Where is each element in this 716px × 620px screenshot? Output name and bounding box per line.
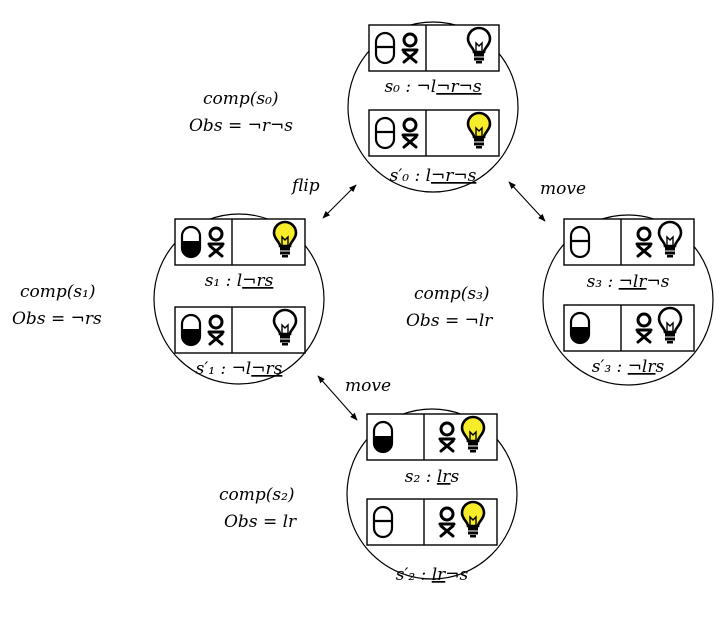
edge-label-move-s1-s2: move [345, 376, 391, 396]
person-icon [438, 421, 456, 453]
label-part: s′₂ : [396, 565, 432, 585]
label-underlined-part: ¬r¬s [436, 77, 482, 97]
label-part: s′₀ : [390, 166, 426, 186]
world-label-s3-0: s₃ : ¬lr¬s [587, 272, 670, 292]
edge-label-flip: flip [290, 176, 320, 196]
world-label-s1-0: s₁ : l¬rs [205, 271, 274, 291]
label-underlined-part: ¬lr [628, 357, 657, 377]
label-part: ¬l [417, 77, 437, 97]
comp-label-s2: comp(s₂) [219, 485, 295, 505]
world-label-s2-0: s₂ : lrs [405, 467, 460, 487]
bulb-on-icon [272, 220, 298, 258]
world-panel-s2-1 [366, 498, 498, 546]
label-underlined-part: ¬rs [251, 359, 282, 379]
label-underlined-part: ¬lr [619, 272, 648, 292]
label-part: ¬l [232, 359, 252, 379]
bulb-off-icon [657, 306, 683, 344]
edge-move-s0-s3 [508, 181, 546, 222]
state-circle-s0 [347, 21, 519, 193]
world-panel-s0-0 [368, 24, 500, 72]
person-icon [635, 226, 653, 258]
world-panels: s₀ : ¬l¬r¬ss′₀ : l¬r¬ss₁ : l¬rss′₁ : ¬l¬… [174, 24, 695, 585]
person-icon [207, 226, 225, 258]
label-part: s′₃ : [592, 357, 628, 377]
label-part: s [656, 357, 665, 377]
state-circle-s3 [542, 214, 714, 386]
world-label-s0-0: s₀ : ¬l¬r¬s [384, 77, 481, 97]
person-icon [635, 312, 653, 344]
world-label-s3-1: s′₃ : ¬lrs [592, 357, 665, 377]
switch-fill [182, 329, 200, 345]
world-panel-s2-0 [366, 413, 498, 461]
switch-fill [571, 327, 589, 343]
label-part: s₁ : [205, 271, 237, 291]
person-icon [207, 314, 225, 346]
label-part: l [426, 166, 431, 186]
label-part: s₃ : [587, 272, 619, 292]
edge-move-s1-s2 [317, 375, 358, 421]
world-panel-s3-1 [563, 304, 695, 352]
world-label-s2-1: s′₂ : lr¬s [396, 565, 469, 585]
label-part: s₀ : [384, 77, 416, 97]
bulb-on-icon [466, 111, 492, 149]
label-part: s′₁ : [196, 359, 232, 379]
person-icon [401, 32, 419, 64]
obs-label-s1: Obs = ¬rs [12, 309, 102, 329]
label-part: s₂ : [405, 467, 437, 487]
label-part: s [450, 467, 459, 487]
bulb-off-icon [272, 308, 298, 346]
bulb-on-icon [460, 500, 486, 538]
label-underlined-part: ¬rs [242, 271, 273, 291]
label-underlined-part: lr [432, 565, 446, 585]
label-part: l [237, 271, 242, 291]
switch-fill [374, 436, 392, 452]
world-panel-s0-1 [368, 109, 500, 157]
person-icon [401, 117, 419, 149]
world-panel-s1-0 [174, 218, 306, 266]
state-circle-s1 [153, 213, 325, 385]
label-underlined-part: ¬r¬s [431, 166, 477, 186]
label-part: ¬s [445, 565, 468, 585]
comp-label-s3: comp(s₃) [414, 284, 490, 304]
obs-label-s2: Obs = lr [224, 512, 297, 532]
world-panel-s3-0 [563, 218, 695, 266]
edge-label-move-s0-s3: move [540, 179, 586, 199]
state-circle-s2 [346, 408, 518, 580]
comp-label-s0: comp(s₀) [203, 89, 279, 109]
world-label-s1-1: s′₁ : ¬l¬rs [196, 359, 283, 379]
edge-flip-s1-s0 [322, 184, 357, 219]
switch-fill [182, 241, 200, 257]
person-icon [438, 506, 456, 538]
obs-label-s3: Obs = ¬lr [406, 311, 493, 331]
bulb-off-icon [657, 220, 683, 258]
label-part: ¬s [646, 272, 669, 292]
world-panel-s1-1 [174, 306, 306, 354]
world-label-s0-1: s′₀ : l¬r¬s [390, 166, 477, 186]
bulb-off-icon [466, 26, 492, 64]
bulb-on-icon [460, 415, 486, 453]
label-underlined-part: lr [437, 467, 451, 487]
obs-label-s0: Obs = ¬r¬s [189, 116, 293, 136]
comp-label-s1: comp(s₁) [20, 282, 96, 302]
